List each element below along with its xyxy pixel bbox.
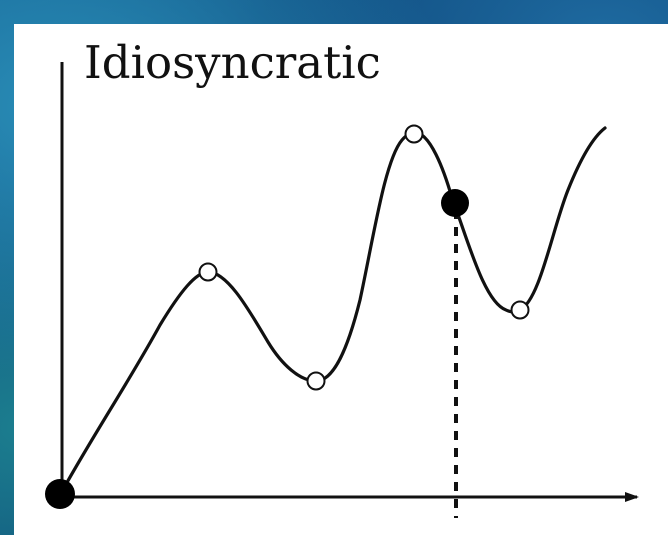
diagram-title: Idiosyncratic [84, 36, 381, 89]
diagram-panel [14, 24, 668, 535]
open-point-valley-2 [510, 300, 530, 320]
open-point-peak-1 [198, 262, 218, 282]
filled-point-current [441, 189, 469, 217]
filled-point-origin [45, 479, 75, 509]
open-point-peak-2 [404, 124, 424, 144]
open-point-valley-1 [306, 371, 326, 391]
